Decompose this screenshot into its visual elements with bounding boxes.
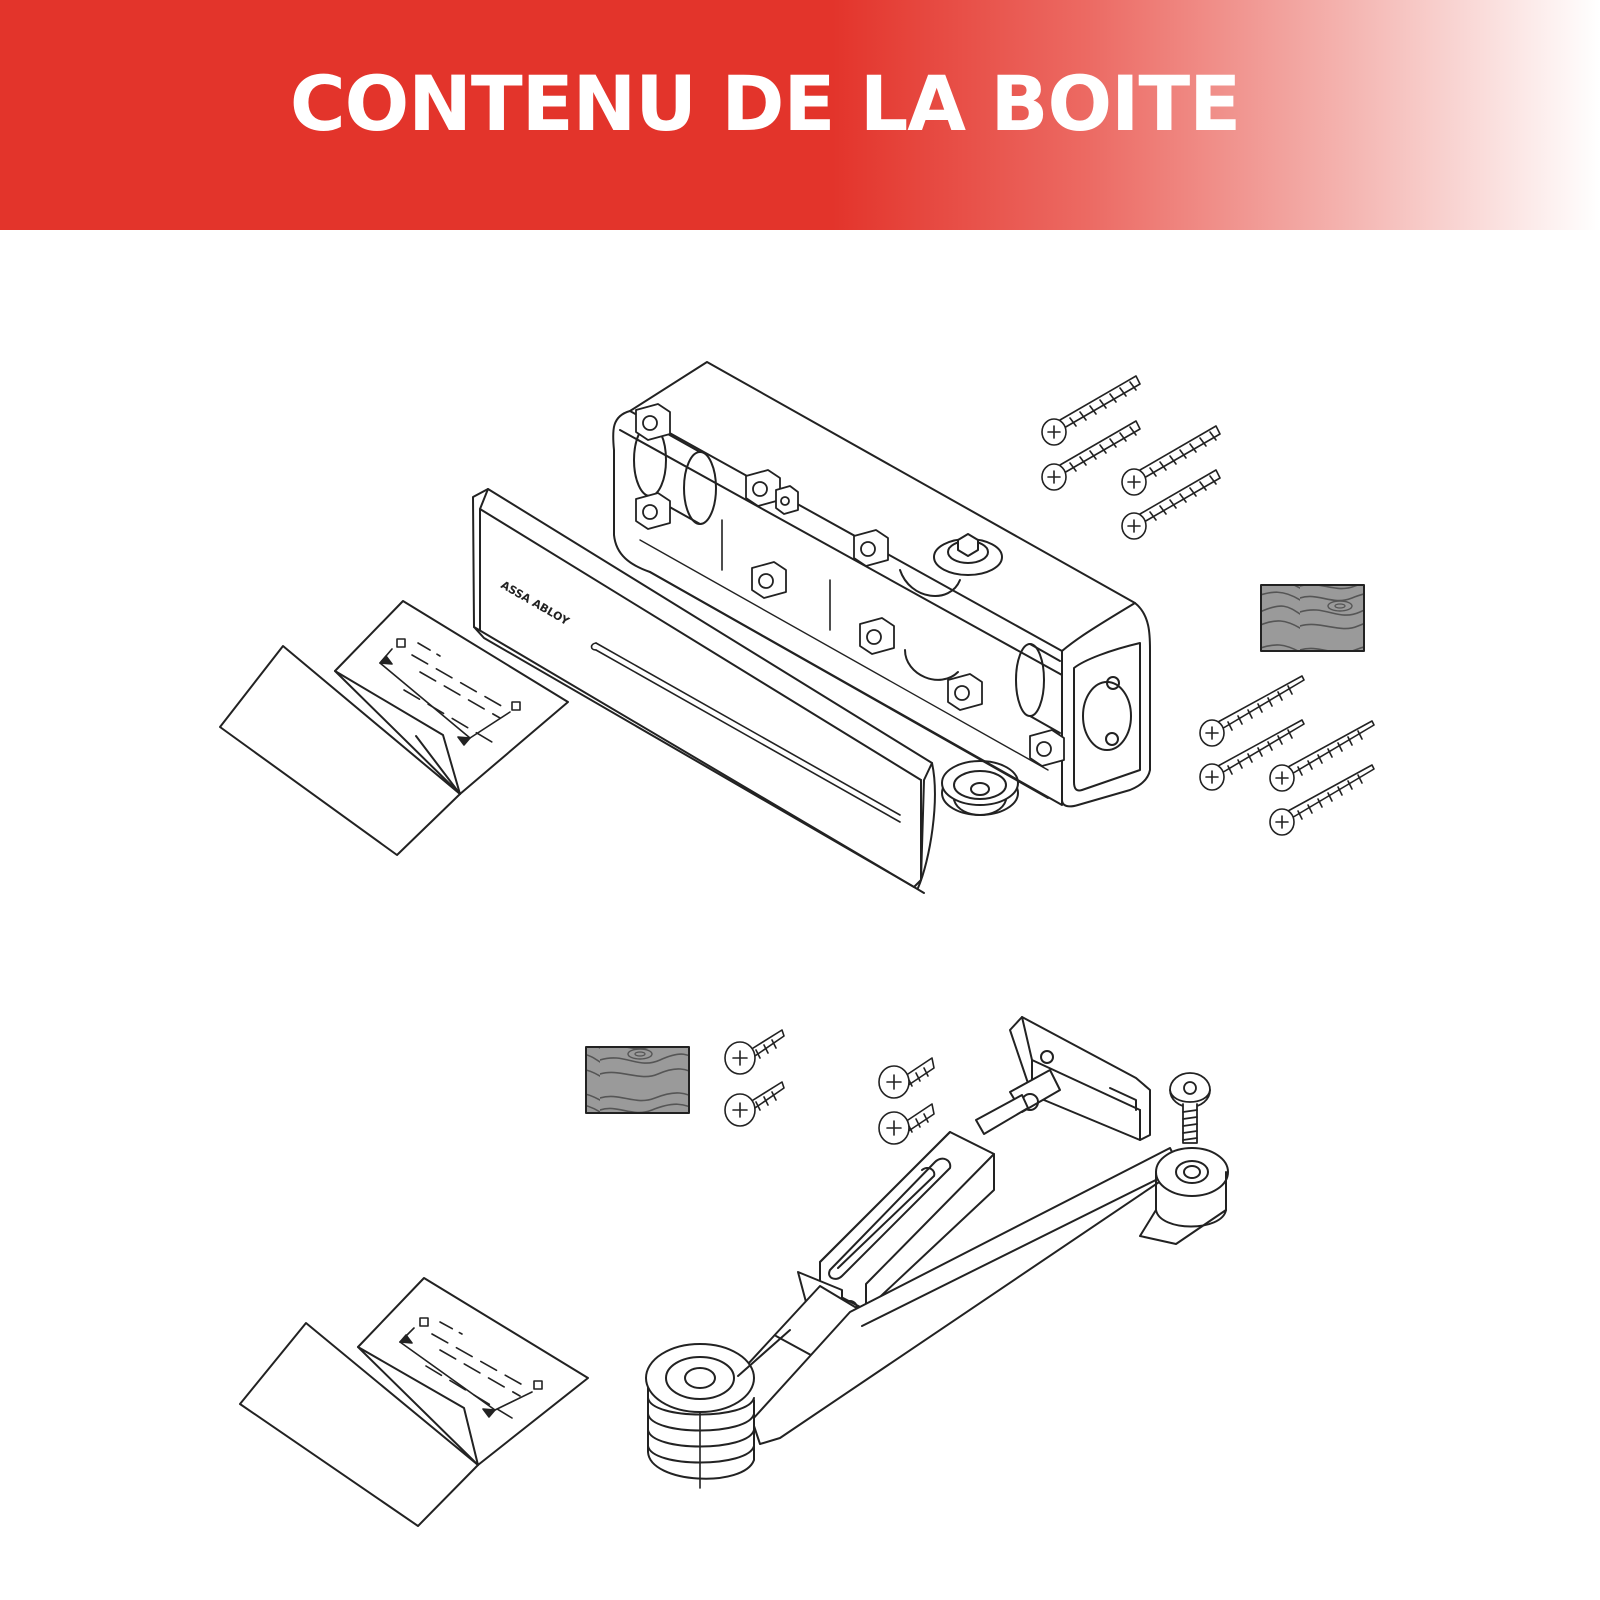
wood-screw-icon [1270, 721, 1374, 791]
wood-screw-icon [1200, 720, 1304, 790]
long-screw-icon [1042, 376, 1140, 445]
template-sheet-top-icon [220, 601, 568, 855]
cover-plate-icon: ASSA ABLOY [473, 489, 935, 893]
short-screw-icon [879, 1104, 934, 1144]
short-screw-icon [879, 1058, 934, 1098]
long-screw-set-icon [1042, 376, 1220, 539]
bolt-icon [1170, 1073, 1210, 1143]
template-sheet-bottom-icon [240, 1278, 588, 1526]
long-screw-icon [1122, 470, 1220, 539]
wood-sample-icon [586, 1047, 689, 1113]
header-banner: CONTENU DE LA BOITE [0, 0, 1600, 230]
long-screw-icon [1122, 426, 1220, 495]
wood-screw-set-icon [1200, 676, 1374, 835]
wood-screw-icon [1200, 676, 1304, 746]
banner-title: CONTENU DE LA BOITE [289, 59, 1241, 148]
short-screw-set-icon [725, 1030, 934, 1144]
long-screw-icon [1042, 421, 1140, 490]
wood-screw-icon [1270, 765, 1374, 835]
arm-assembly-icon [646, 1017, 1228, 1488]
wood-sample-icon [1261, 585, 1364, 651]
door-closer-body-icon [613, 362, 1150, 806]
short-screw-icon [725, 1030, 784, 1074]
short-screw-icon [725, 1082, 784, 1126]
end-cap-icon [942, 761, 1018, 815]
